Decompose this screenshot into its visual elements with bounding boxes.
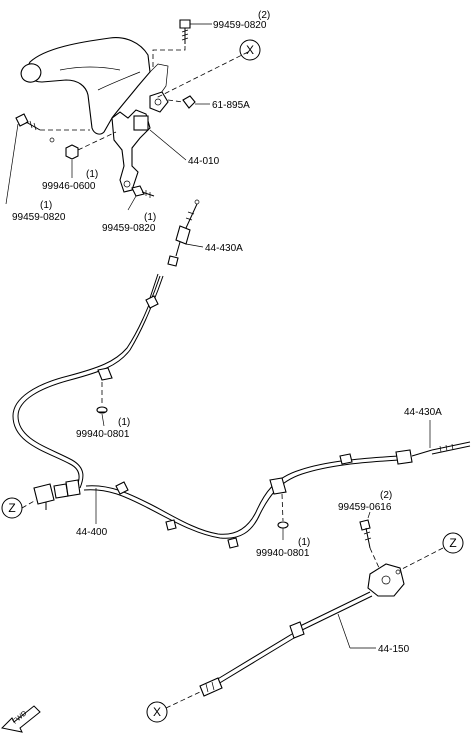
bolt-equalizer <box>359 519 381 571</box>
front-cable <box>199 591 373 697</box>
callout-bolt-top: (2) 99459-0820 <box>190 10 270 31</box>
callout-lever-assy-number: 44-010 <box>188 156 220 167</box>
grommet-left <box>96 382 108 414</box>
lever-bracket <box>111 91 169 193</box>
callout-bolt-top-number: 99459-0820 <box>213 20 267 31</box>
marker-z-right-label: Z <box>449 536 456 550</box>
callout-rear-cable: 44-400 <box>76 488 108 538</box>
callout-bolt-equalizer: (2) 99459-0616 <box>338 490 392 519</box>
rear-cable-left-end <box>21 479 81 510</box>
callout-rear-cable-end: 44-430A <box>404 407 442 448</box>
callout-front-cable-end: 44-430A <box>185 243 243 254</box>
callout-front-cable-end-number: 44-430A <box>205 243 243 254</box>
callout-grommet-left: (1) 99940-0801 <box>76 413 130 440</box>
callout-bolt-mid-number: 99459-0820 <box>102 223 156 234</box>
callout-bolt-equalizer-qty: (2) <box>380 490 392 501</box>
callout-grommet-right: (1) 99940-0801 <box>256 528 310 559</box>
callout-grommet-left-qty: (1) <box>118 417 130 428</box>
marker-x-top-label: X <box>246 43 254 57</box>
equalizer <box>367 563 405 597</box>
bolt-left <box>15 113 90 143</box>
rear-cable <box>12 273 399 549</box>
marker-z-left-label: Z <box>8 501 15 515</box>
marker-z-left: Z <box>1 497 23 519</box>
callout-rear-cable-number: 44-400 <box>76 527 108 538</box>
callout-bolt-mid-qty: (1) <box>144 212 156 223</box>
callout-nut-number: 99946-0600 <box>42 181 96 192</box>
rear-cable-right-end <box>395 441 471 465</box>
nut <box>65 131 117 160</box>
callout-front-cable-number: 44-150 <box>378 644 410 655</box>
bolt-top <box>152 19 191 68</box>
callout-grommet-right-qty: (1) <box>298 537 310 548</box>
callout-nut: (1) 99946-0600 <box>42 160 98 192</box>
callout-clip: 61-895A <box>212 100 250 111</box>
callout-bolt-left-qty: (1) <box>40 200 52 211</box>
callout-rear-cable-end-number: 44-430A <box>404 407 442 418</box>
callout-front-cable: 44-150 <box>337 613 410 655</box>
fwd-arrow: FWD <box>0 705 41 733</box>
front-cable-end-upper <box>167 199 200 267</box>
bolt-mid <box>131 185 155 198</box>
clip <box>167 95 210 109</box>
callout-bolt-mid: (1) 99459-0820 <box>102 195 156 234</box>
callout-bolt-left: (1) 99459-0820 <box>5 123 66 223</box>
marker-x-top: X <box>155 39 261 99</box>
grommet-right <box>277 493 289 529</box>
parking-brake-lever <box>20 37 169 135</box>
marker-z-right: Z <box>399 532 464 571</box>
marker-x-bottom: X <box>146 691 201 723</box>
callout-clip-number: 61-895A <box>212 100 250 111</box>
callout-lever-assy: 44-010 <box>149 129 220 167</box>
callout-bolt-equalizer-number: 99459-0616 <box>338 502 392 513</box>
callout-grommet-right-number: 99940-0801 <box>256 548 310 559</box>
callout-nut-qty: (1) <box>86 169 98 180</box>
marker-x-bottom-label: X <box>153 705 161 719</box>
callout-bolt-left-number: 99459-0820 <box>12 212 66 223</box>
callout-bolt-top-qty: (2) <box>258 10 270 21</box>
callout-grommet-left-number: 99940-0801 <box>76 429 130 440</box>
